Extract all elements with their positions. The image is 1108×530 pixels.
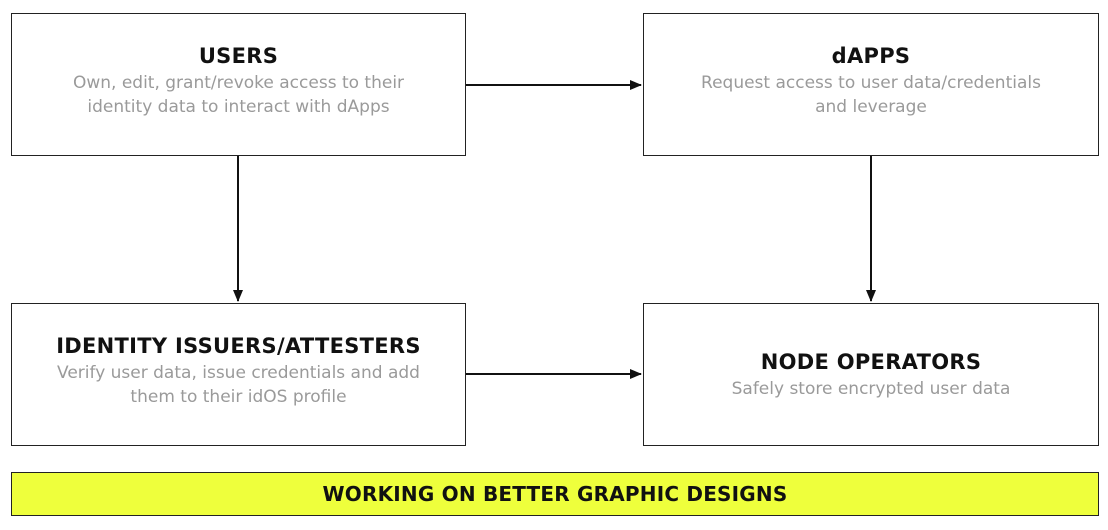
status-banner: WORKING ON BETTER GRAPHIC DESIGNS	[11, 472, 1099, 516]
node-operators-description: Safely store encrypted user data	[731, 378, 1011, 399]
dapps-description: Request access to user data/credentials …	[701, 72, 1041, 117]
identity-issuers-node: IDENTITY ISSUERS/ATTESTERS Verify user d…	[11, 303, 466, 446]
node-operators-node: NODE OPERATORS Safely store encrypted us…	[643, 303, 1099, 446]
users-node: USERS Own, edit, grant/revoke access to …	[11, 13, 466, 156]
dapps-node: dAPPS Request access to user data/creden…	[643, 13, 1099, 156]
identity-issuers-description: Verify user data, issue credentials and …	[57, 362, 420, 407]
dapps-title: dAPPS	[831, 43, 911, 68]
users-description: Own, edit, grant/revoke access to their …	[72, 72, 405, 117]
users-title: USERS	[198, 43, 279, 68]
node-operators-title: NODE OPERATORS	[760, 349, 982, 374]
identity-issuers-title: IDENTITY ISSUERS/ATTESTERS	[56, 333, 421, 358]
